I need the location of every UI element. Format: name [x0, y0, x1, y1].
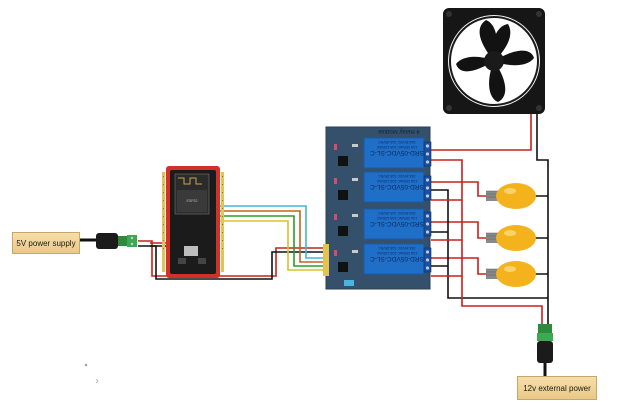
- wire-fan-black: [536, 114, 549, 340]
- relay-2-text: SRD-05VDC-SL-C 10A 250VAC 10A 125VAC 10A…: [370, 174, 424, 191]
- svg-text:ESP32: ESP32: [187, 199, 198, 203]
- esp32-board: ESP32: [162, 166, 224, 278]
- relay-1: [363, 137, 425, 169]
- relay-4-text: SRD-05VDC-SL-C 10A 250VAC 10A 125VAC 10A…: [370, 246, 424, 263]
- relay-3: [363, 208, 425, 240]
- wire-gpio-cyan: [220, 205, 326, 259]
- bulb-icon: [496, 261, 536, 287]
- wire-gpio-yellow: [220, 220, 326, 271]
- bulb-icon: [496, 183, 536, 209]
- dc-barrel-jack-12v: [537, 324, 553, 376]
- relay-4-spec1: 10A 250VAC 10A 125VAC: [376, 251, 418, 255]
- relay-1-text: SRD-05VDC-SL-C 10A 250VAC 10A 125VAC 10A…: [370, 140, 424, 157]
- relay-3-spec1: 10A 250VAC 10A 125VAC: [376, 216, 418, 220]
- wire-fan-red: [431, 114, 532, 151]
- wire-gpio-green: [220, 215, 326, 267]
- stray-mark: [95, 378, 99, 384]
- relay-3-model: SRD-05VDC-SL-C: [370, 220, 424, 227]
- wires: [138, 114, 549, 340]
- relay-3-text: SRD-05VDC-SL-C 10A 250VAC 10A 125VAC 10A…: [370, 211, 424, 228]
- relay-module-title: 4 Relay Module: [378, 128, 420, 134]
- wire-bulb-black: [431, 189, 548, 299]
- fan-icon: [443, 8, 545, 114]
- stray-dot: [84, 363, 88, 367]
- relay-1-model: SRD-05VDC-SL-C: [370, 149, 424, 156]
- bulb-2: [486, 225, 536, 251]
- bulb-icon: [496, 225, 536, 251]
- relay-4-model: SRD-05VDC-SL-C: [370, 255, 424, 262]
- relay-module: [323, 126, 432, 290]
- wire-com-red: [431, 159, 543, 326]
- relay-1-spec1: 10A 250VAC 10A 125VAC: [376, 145, 418, 149]
- bulb-1: [486, 183, 536, 209]
- wire-gpio-orange: [220, 210, 326, 263]
- relay-2-spec1: 10A 250VAC 10A 125VAC: [376, 179, 418, 183]
- dc-barrel-jack-5v: [78, 233, 137, 249]
- bulb-3: [486, 261, 536, 287]
- relay-2-model: SRD-05VDC-SL-C: [370, 183, 424, 190]
- label-5v-power-supply: 5V power supply: [12, 232, 80, 254]
- label-12v-external-power: 12v external power: [517, 376, 597, 400]
